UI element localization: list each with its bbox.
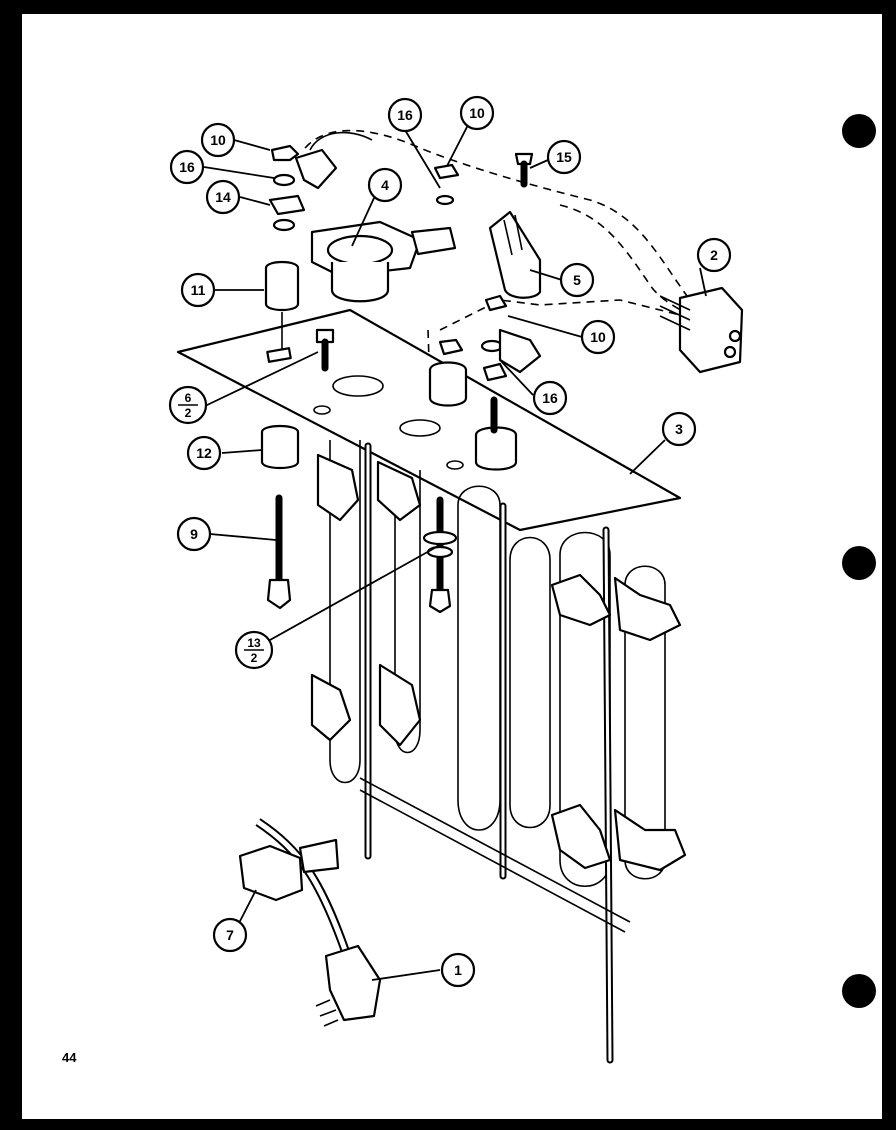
support-rods: [359, 442, 631, 1064]
wire-dashed: [439, 299, 701, 331]
limit-switch-part: [488, 210, 542, 299]
svg-text:7: 7: [226, 927, 234, 943]
svg-text:2: 2: [251, 651, 258, 665]
exploded-parts-diagram: 1 2 3 4 5 6 2 7 9 10 10 10 11 12 13 2: [168, 95, 744, 1064]
svg-text:16: 16: [179, 159, 195, 175]
plate-slot: [313, 405, 331, 415]
svg-text:14: 14: [215, 189, 231, 205]
svg-text:4: 4: [381, 177, 389, 193]
callout-10-top: 10: [459, 95, 495, 131]
callout-16-right: 16: [532, 380, 568, 416]
limit-switch-leads: [503, 214, 523, 256]
terminal-block-part: [659, 286, 744, 374]
callout-9: 9: [176, 516, 212, 552]
callout-13-fraction: 13 2: [234, 630, 274, 670]
spacer-part: [260, 424, 300, 470]
callout-16-left: 16: [169, 149, 205, 185]
svg-text:10: 10: [469, 105, 485, 121]
plate-slot: [446, 460, 464, 470]
svg-text:15: 15: [556, 149, 572, 165]
svg-text:16: 16: [542, 390, 558, 406]
callout-4: 4: [367, 167, 403, 203]
svg-text:16: 16: [397, 107, 413, 123]
standoff-part: [264, 260, 300, 312]
svg-text:1: 1: [454, 962, 462, 978]
threaded-stud-part: [266, 494, 292, 610]
thermostat-part: [310, 220, 457, 303]
plate-slot: [266, 347, 292, 363]
screw-part: [315, 328, 335, 372]
callout-7: 7: [212, 917, 248, 953]
insulator-brackets: [310, 453, 687, 872]
right-standoff-part: [428, 361, 468, 407]
svg-text:3: 3: [675, 421, 683, 437]
svg-text:13: 13: [247, 636, 261, 650]
screw-part: [514, 152, 534, 188]
mounting-plate: [176, 308, 682, 532]
svg-text:2: 2: [710, 247, 718, 263]
page-number: 44: [62, 1050, 77, 1065]
diagram-sheet: 1 2 3 4 5 6 2 7 9 10 10 10 11 12 13 2: [22, 14, 882, 1119]
plate-hole: [399, 419, 441, 437]
callout-12: 12: [186, 435, 222, 471]
svg-text:10: 10: [590, 329, 606, 345]
right-hardware-stack: [433, 163, 542, 382]
leader-lines: [203, 124, 707, 981]
callout-16-top: 16: [387, 97, 423, 133]
callout-14: 14: [205, 179, 241, 215]
svg-text:5: 5: [573, 272, 581, 288]
svg-text:12: 12: [196, 445, 212, 461]
callout-11: 11: [180, 272, 216, 308]
cord-clamp-part: [238, 838, 340, 902]
callout-3: 3: [661, 411, 697, 447]
callout-1: 1: [440, 952, 476, 988]
binder-hole: [842, 114, 876, 148]
callout-2: 2: [696, 237, 732, 273]
callout-10-left: 10: [200, 122, 236, 158]
svg-text:10: 10: [210, 132, 226, 148]
callout-6-fraction: 6 2: [168, 385, 208, 425]
callout-15: 15: [546, 139, 582, 175]
washer-stud-part: [422, 496, 458, 614]
left-hardware-stack: [268, 131, 373, 232]
callout-5: 5: [559, 262, 595, 298]
svg-text:9: 9: [190, 526, 198, 542]
right-standoff-part: [474, 426, 518, 471]
binder-hole: [842, 546, 876, 580]
wire-dashed: [559, 204, 701, 321]
plate-hole: [332, 375, 384, 397]
svg-text:2: 2: [185, 406, 192, 420]
callout-10-right: 10: [580, 319, 616, 355]
svg-text:6: 6: [185, 391, 192, 405]
wire-dashed: [304, 129, 691, 301]
binder-hole: [842, 974, 876, 1008]
svg-text:11: 11: [191, 282, 206, 298]
